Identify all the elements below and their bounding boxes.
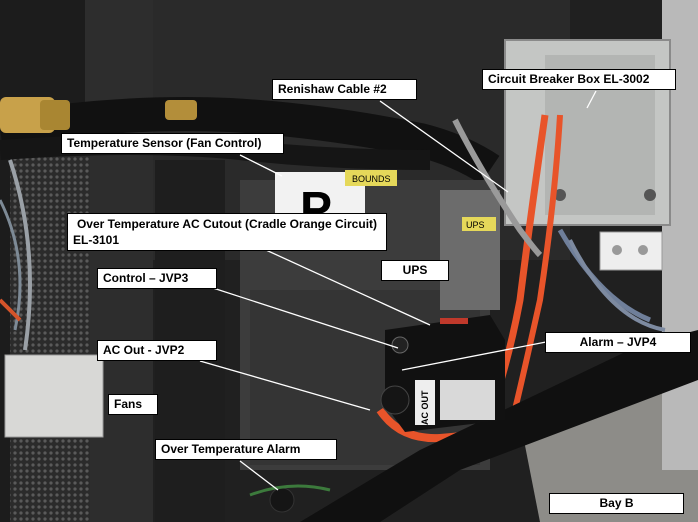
- ac-out-label: AC Out - JVP2: [97, 340, 217, 361]
- over-temp-alarm-label: Over Temperature Alarm: [155, 439, 337, 460]
- cable-tray: [300, 330, 698, 522]
- over-temp-cutout-label: Over Temperature AC Cutout (Cradle Orang…: [67, 213, 387, 251]
- brass-fitting-2: [165, 100, 197, 120]
- ups-label: UPS: [381, 260, 449, 281]
- ups-sticker-text: UPS: [466, 220, 485, 230]
- temperature-sensor-label: Temperature Sensor (Fan Control): [61, 133, 284, 154]
- over-temp-cutout-label-line2: EL-3101: [73, 233, 120, 247]
- power-outlets: [599, 231, 663, 271]
- leader-breaker: [586, 90, 597, 109]
- bay-label: Bay B: [549, 493, 684, 514]
- ups-sticker: [462, 217, 496, 231]
- renishaw-cable-label: Renishaw Cable #2: [272, 79, 417, 100]
- leader-control: [212, 287, 399, 349]
- leader-cutout: [254, 244, 431, 326]
- circuit-breaker-box-label: Circuit Breaker Box EL-3002: [482, 69, 676, 90]
- ac-out-panel-text: AC OUT: [420, 390, 430, 425]
- junction-box: [4, 354, 104, 438]
- alarm-label: Alarm – JVP4: [545, 332, 691, 353]
- renishaw-cable: [452, 118, 543, 258]
- leader-ac-out: [199, 360, 371, 411]
- insulated-pipe: [0, 97, 500, 185]
- leader-alarm: [401, 341, 547, 371]
- leader-over-temp-alarm: [239, 460, 279, 491]
- bounds-sticker-text: BOUNDS: [352, 174, 391, 184]
- leader-renishaw: [379, 100, 509, 193]
- bounds-sticker: [345, 170, 397, 186]
- control-label: Control – JVP3: [97, 268, 217, 289]
- over-temp-cutout-label-line1: Over Temperature AC Cutout (Cradle Orang…: [76, 217, 378, 231]
- leader-temp-sensor: [239, 154, 283, 177]
- fans-label: Fans: [108, 394, 158, 415]
- ac-out-panel: [415, 380, 435, 425]
